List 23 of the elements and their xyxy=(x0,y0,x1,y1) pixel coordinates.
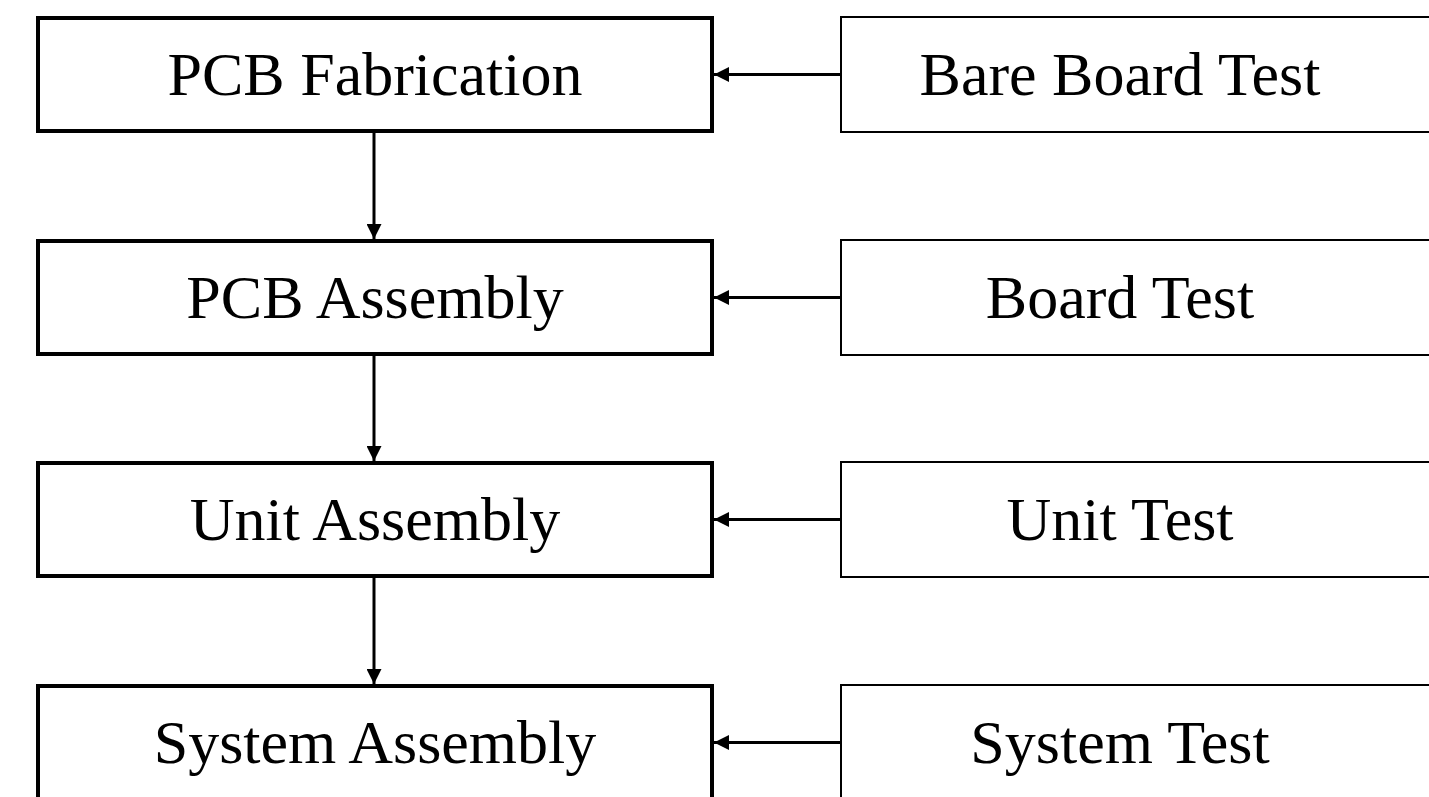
process-box xyxy=(36,461,714,578)
test-box xyxy=(840,461,1429,578)
box-label: System Test xyxy=(970,707,1270,778)
test-box xyxy=(840,239,1429,356)
box-label: System Assembly xyxy=(153,707,597,778)
box-label: Board Test xyxy=(985,262,1255,333)
box-label: Unit Test xyxy=(1006,484,1234,555)
box-label: Unit Assembly xyxy=(189,484,561,555)
arrow xyxy=(714,735,840,750)
arrow xyxy=(714,67,840,82)
process-box xyxy=(36,684,714,797)
arrow xyxy=(714,512,840,527)
arrow xyxy=(714,290,840,305)
arrow xyxy=(366,578,382,684)
process-box xyxy=(36,239,714,356)
arrow xyxy=(366,133,382,239)
process-box xyxy=(36,16,714,133)
arrow xyxy=(366,356,382,461)
box-label: Bare Board Test xyxy=(919,39,1321,110)
box-label: PCB Assembly xyxy=(186,262,564,333)
test-box xyxy=(840,16,1429,133)
box-label: PCB Fabrication xyxy=(167,39,583,110)
test-box xyxy=(840,684,1429,797)
